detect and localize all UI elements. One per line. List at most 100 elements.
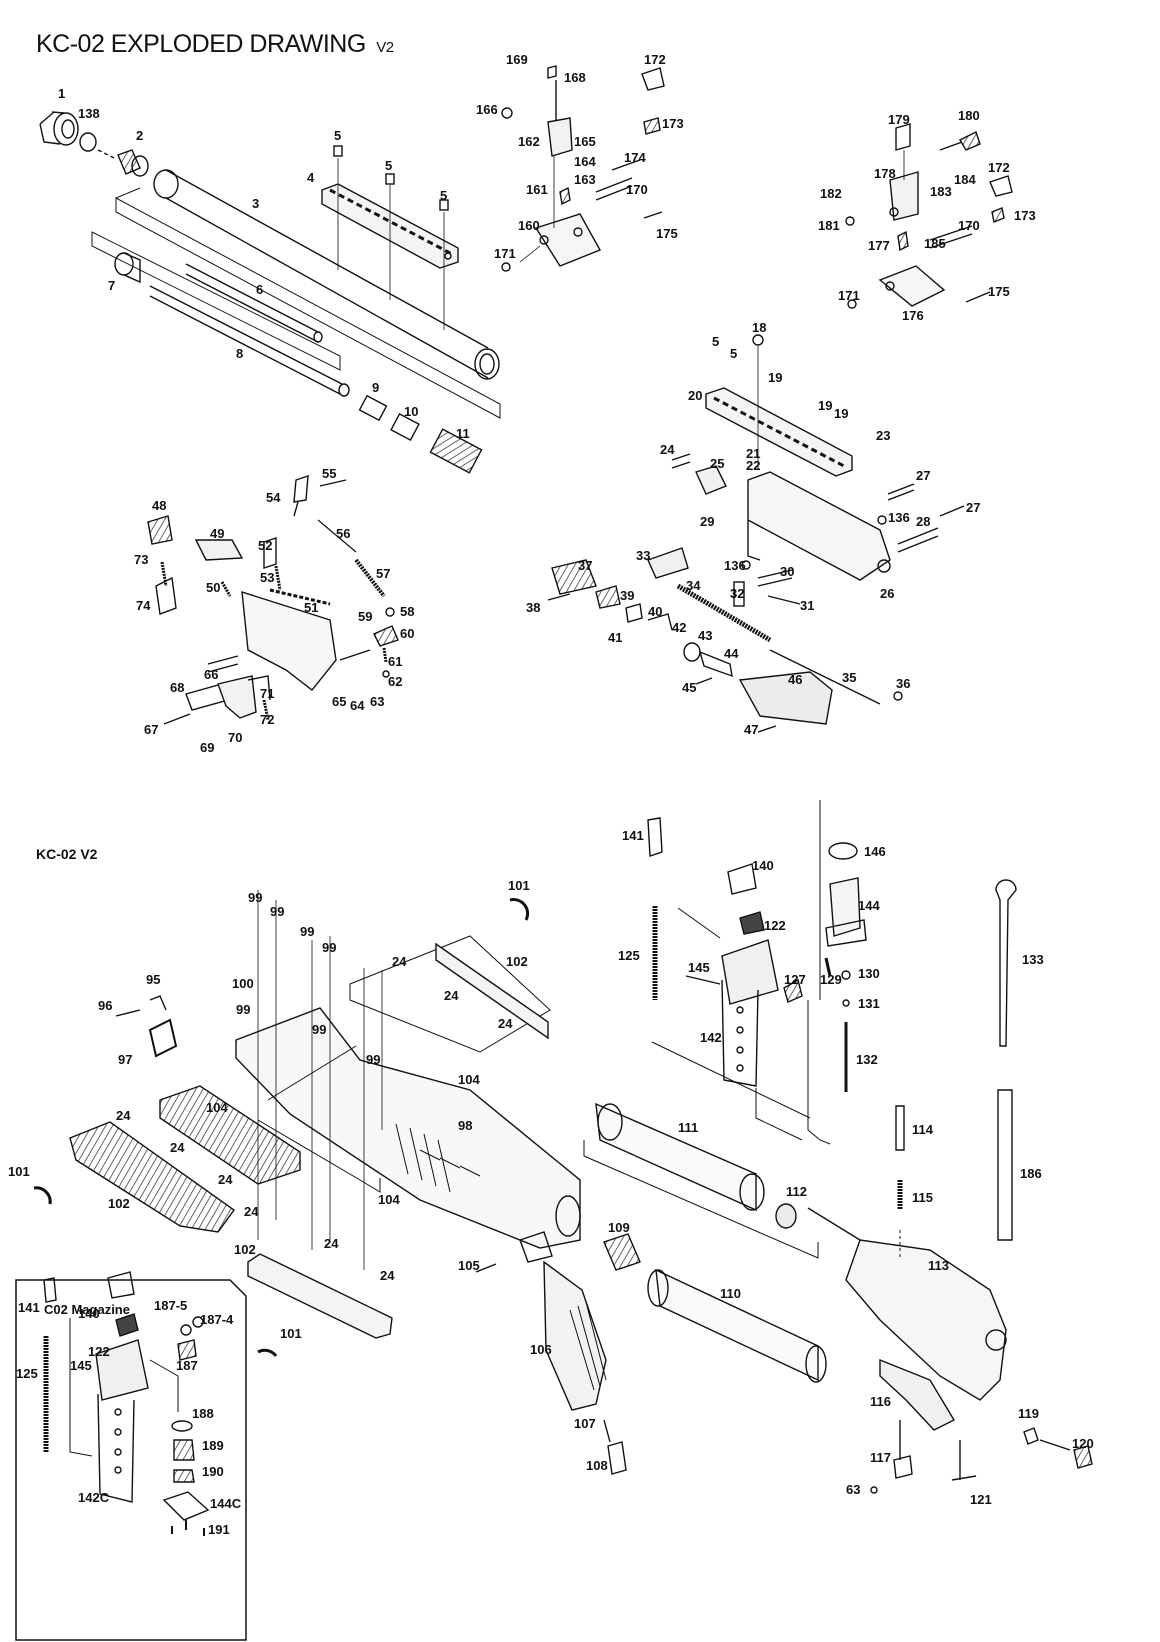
part-number-label: 39 [620,588,635,603]
part-number-label: 24 [392,954,407,969]
part-number-label: 100 [232,976,254,991]
part-number-label: 146 [864,844,886,859]
part-number-label: 38 [526,600,541,615]
part-number-label: 144 [858,898,880,913]
part-number-label: 101 [508,878,530,893]
part-number-label: 31 [800,598,815,613]
part-number-label: 107 [574,1416,596,1431]
barrel-part-8 [149,285,343,395]
part-number-label: 37 [578,558,593,573]
part-number-label: 172 [644,52,666,67]
part-number-label: 58 [400,604,415,619]
magazine-assembly [647,800,1017,1241]
part-number-label: 101 [280,1326,302,1341]
part-number-label: 116 [870,1394,891,1409]
part-number-label: 27 [916,468,931,483]
part-number-label: 71 [260,686,275,701]
part-number-label: 23 [876,428,891,443]
part-number-label: 53 [260,570,275,585]
part-number-label: 177 [868,238,890,253]
inner-tube-6 [185,263,319,343]
part-number-label: 74 [136,598,151,613]
part-number-label: 122 [764,918,786,933]
part-number-label: 24 [444,988,459,1003]
part-number-label: 50 [206,580,221,595]
part-number-label: 144C [210,1496,242,1511]
part-number-label: 173 [1014,208,1036,223]
part-number-label: 24 [660,442,675,457]
part-number-label: 48 [152,498,167,513]
part-number-label: 133 [1022,952,1044,967]
part-number-label: 113 [928,1258,949,1273]
part-number-label: 101 [8,1164,30,1179]
part-number-label: 52 [258,538,273,553]
part-number-label: 5 [385,158,393,173]
part-number-label: 47 [744,722,759,737]
part-number-label: 49 [210,526,225,541]
part-number-label: 104 [206,1100,228,1115]
fitting-part-10 [390,412,420,442]
magazine-box-title: C02 Magazine [44,1302,130,1317]
part-number-label: 46 [788,672,803,687]
part-number-label: 115 [912,1190,933,1205]
part-number-label: 30 [780,564,795,579]
part-number-label: 145 [70,1358,92,1373]
part-number-label: 125 [16,1366,38,1381]
part-number-label: 106 [530,1342,552,1357]
part-number-label: 7 [108,278,116,293]
part-number-label: 102 [506,954,528,969]
part-number-label: 141 [622,828,644,843]
outline-box-3 [115,197,501,419]
part-number-label: 51 [304,600,319,615]
part-number-label: 60 [400,626,415,641]
part-number-label: 169 [506,52,528,67]
part-number-label: 35 [842,670,857,685]
part-number-label: 11 [456,426,470,441]
part-number-label: 171 [838,288,860,303]
part-number-label: 190 [202,1464,224,1479]
part-number-label: 109 [608,1220,630,1235]
part-number-label: 61 [388,654,403,669]
section-subtitle: KC-02 V2 [36,846,98,862]
part-number-label: 26 [880,586,895,601]
part-number-label: 122 [88,1344,110,1359]
part-number-label: 171 [494,246,516,261]
part-number-label: 99 [312,1022,327,1037]
part-number-label: 70 [228,730,243,745]
part-number-label: 136 [888,510,910,525]
part-number-label: 20 [688,388,703,403]
magazine-box-outline [15,1279,247,1641]
part-number-label: 8 [236,346,244,361]
part-number-label: 162 [518,134,540,149]
part-number-label: 131 [858,996,880,1011]
part-number-label: 2 [136,128,144,143]
part-number-label: 5 [712,334,720,349]
part-number-label: 104 [458,1072,480,1087]
part-number-label: 40 [648,604,663,619]
part-number-label: 3 [252,196,260,211]
stock-and-buffer [583,1102,1093,1494]
part-number-label: 165 [574,134,596,149]
part-number-label: 99 [322,940,337,955]
part-number-label: 114 [912,1122,933,1137]
part-number-label: 168 [564,70,586,85]
part-number-label: 69 [200,740,215,755]
screw-5-c [439,199,449,211]
part-number-label: 161 [526,182,548,197]
muzzle-cap-part [39,111,79,146]
part-number-label: 102 [234,1242,256,1257]
co2-magazine-parts [43,1271,210,1536]
part-number-label: 110 [720,1286,741,1301]
part-number-label: 105 [458,1258,480,1273]
part-number-label: 187 [176,1358,198,1373]
part-number-label: 64 [350,698,365,713]
fitting-part-9 [358,394,388,422]
part-number-label: 24 [324,1236,339,1251]
upper-receiver-assembly [671,334,965,607]
part-number-label: 172 [988,160,1010,175]
part-number-label: 72 [260,712,275,727]
part-number-label: 42 [672,620,687,635]
part-number-label: 111 [678,1120,699,1135]
part-number-label: 145 [688,960,710,975]
